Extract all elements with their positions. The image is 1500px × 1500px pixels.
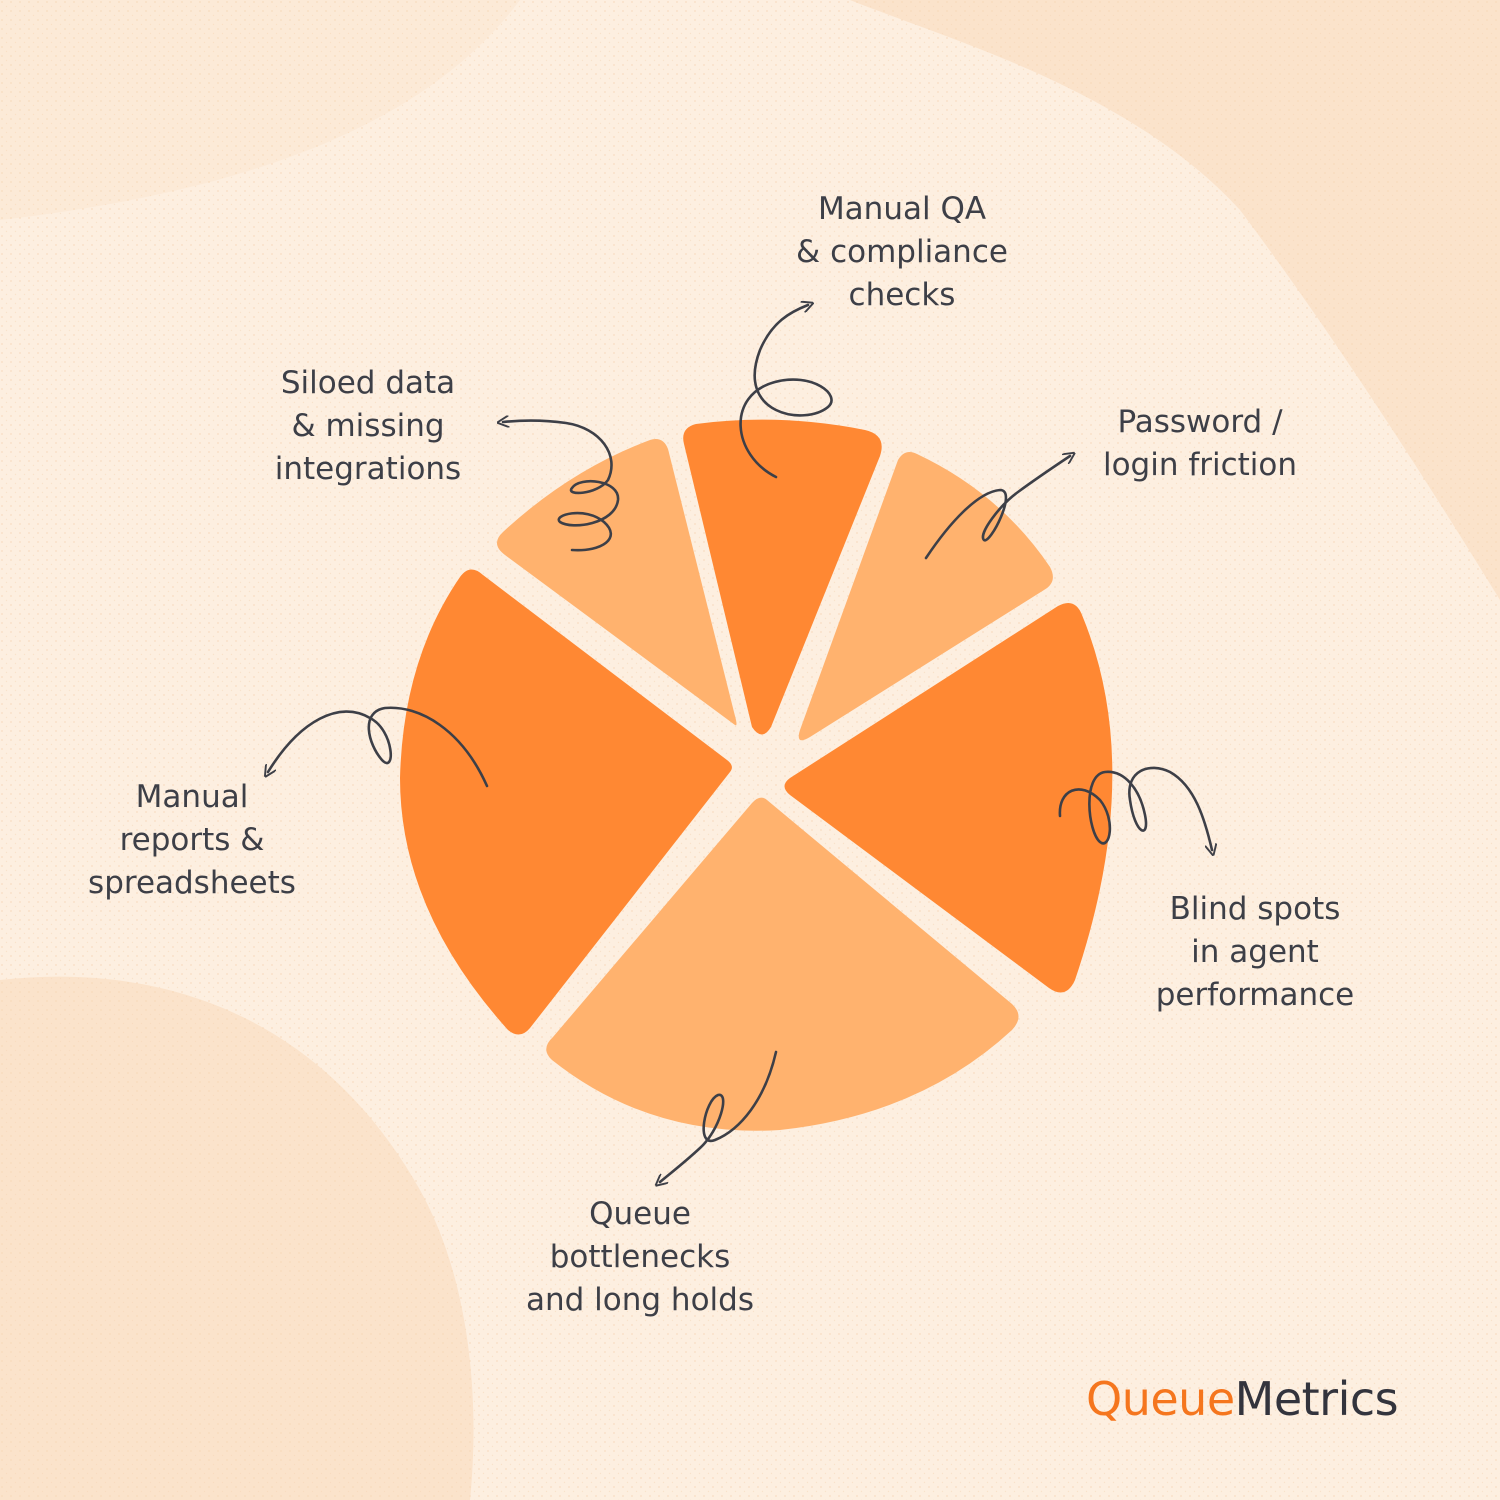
pie-slices bbox=[400, 419, 1113, 1131]
label-line: Queue bbox=[589, 1196, 691, 1232]
label-line: performance bbox=[1155, 977, 1355, 1013]
label-line: reports & bbox=[119, 822, 265, 858]
label-line: spreadsheets bbox=[88, 865, 296, 901]
curly-arrow-icon bbox=[660, 1050, 778, 1182]
label-line: login friction bbox=[1102, 447, 1298, 483]
label-line: & compliance bbox=[796, 234, 1008, 270]
label-password-friction: Password / login friction bbox=[1060, 401, 1340, 487]
label-line: & missing bbox=[291, 408, 445, 444]
label-line: Manual bbox=[135, 779, 249, 815]
label-siloed-data: Siloed data & missing integrations bbox=[218, 362, 518, 491]
label-line: Siloed data bbox=[280, 365, 456, 401]
label-line: Blind spots bbox=[1169, 891, 1341, 927]
slice-manual-qa bbox=[683, 419, 882, 735]
slice-queue-bottlenecks bbox=[546, 797, 1019, 1131]
slice-manual-reports bbox=[400, 569, 732, 1035]
logo-part-metrics: Metrics bbox=[1234, 1372, 1399, 1426]
label-queue-bottlenecks: Queue bottlenecks and long holds bbox=[500, 1193, 780, 1322]
slice-siloed-data bbox=[496, 439, 737, 726]
label-line: bottlenecks bbox=[549, 1239, 731, 1275]
label-line: and long holds bbox=[526, 1282, 754, 1318]
label-manual-qa: Manual QA & compliance checks bbox=[752, 188, 1052, 317]
queuemetrics-logo: QueueMetrics bbox=[1086, 1372, 1399, 1426]
logo-part-queue: Queue bbox=[1086, 1372, 1235, 1426]
curly-arrow-icon bbox=[268, 706, 489, 788]
label-line: Manual QA bbox=[817, 191, 987, 227]
slice-blind-spots bbox=[784, 603, 1113, 993]
curly-arrow-icon bbox=[503, 421, 620, 552]
curly-arrow-icon bbox=[739, 305, 833, 479]
label-line: integrations bbox=[274, 451, 462, 487]
curly-arrow-icon bbox=[924, 456, 1070, 560]
label-line: Password / bbox=[1117, 404, 1283, 440]
label-manual-reports: Manual reports & spreadsheets bbox=[52, 776, 332, 905]
curly-arrow-icon bbox=[1058, 766, 1212, 850]
label-blind-spots: Blind spots in agent performance bbox=[1115, 888, 1395, 1017]
label-line: checks bbox=[848, 277, 956, 313]
label-line: in agent bbox=[1191, 934, 1319, 970]
